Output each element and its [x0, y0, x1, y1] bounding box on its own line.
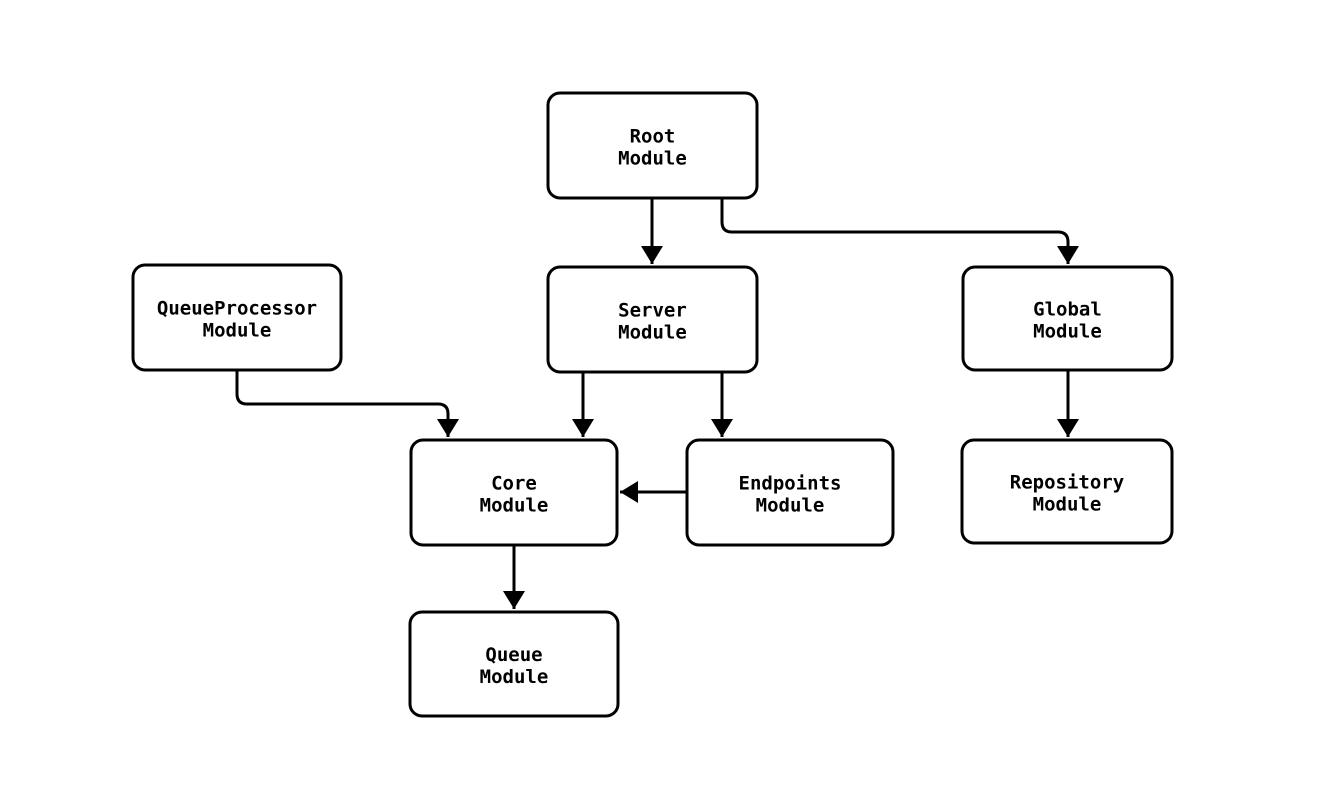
node-label-line: Module	[203, 320, 272, 342]
node-label-line: Module	[480, 495, 549, 517]
node-label-line: Module	[618, 322, 687, 344]
node-box	[408, 610, 620, 718]
node-box	[961, 265, 1174, 372]
node-box	[131, 263, 343, 372]
node-label-line: Module	[756, 495, 825, 517]
node-label-line: Module	[480, 666, 549, 688]
edge-queueprocessor-to-core	[235, 370, 459, 437]
node-label-line: Module	[1033, 321, 1102, 343]
node-label-line: Endpoints	[739, 473, 842, 495]
node-label-line: Repository	[1010, 472, 1124, 494]
node-box	[685, 438, 895, 547]
node-label-line: Server	[618, 300, 687, 322]
node-box	[960, 438, 1174, 545]
node-label-line: Root	[630, 126, 676, 148]
node-box	[546, 91, 759, 200]
node-label-line: Queue	[485, 644, 542, 666]
node-box	[546, 265, 759, 374]
node-box	[409, 438, 619, 547]
node-label-line: QueueProcessor	[157, 298, 317, 320]
node-label-line: Module	[618, 148, 687, 170]
node-label-line: Core	[491, 473, 537, 495]
node-label-line: Global	[1033, 299, 1102, 321]
edge-root-to-global	[720, 198, 1079, 264]
node-label-line: Module	[1033, 494, 1102, 516]
